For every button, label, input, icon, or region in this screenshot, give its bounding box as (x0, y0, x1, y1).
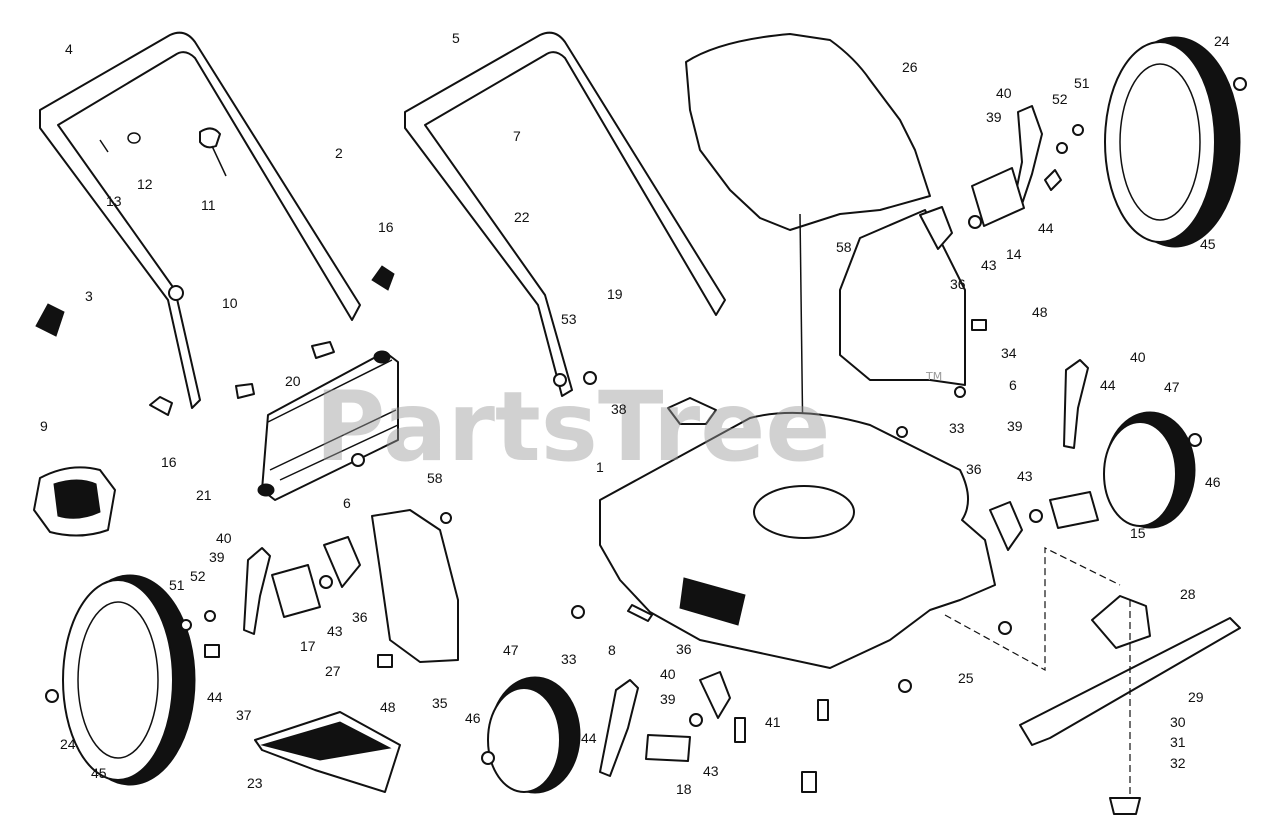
callout-58: 58 (836, 239, 852, 255)
callout-24: 24 (60, 736, 76, 752)
rear-wheel-left (45, 574, 196, 786)
callout-33: 33 (561, 651, 577, 667)
callout-47: 47 (1164, 379, 1180, 395)
callout-28: 28 (1180, 586, 1196, 602)
rear-chute (254, 711, 401, 793)
svg-text:PartsTree: PartsTree (315, 371, 830, 483)
callout-16: 16 (161, 454, 177, 470)
callout-43: 43 (981, 257, 997, 273)
callout-2: 2 (335, 145, 343, 161)
callout-40: 40 (1130, 349, 1146, 365)
callout-16: 16 (378, 219, 394, 235)
callout-39: 39 (209, 549, 225, 565)
callout-20: 20 (285, 373, 301, 389)
handle-knobs (35, 265, 395, 416)
callout-4: 4 (65, 41, 73, 57)
callout-58: 58 (427, 470, 443, 486)
callout-6: 6 (343, 495, 351, 511)
callout-9: 9 (40, 418, 48, 434)
callout-36: 36 (676, 641, 692, 657)
callout-36: 36 (950, 276, 966, 292)
callout-32: 32 (1170, 755, 1186, 771)
callout-39: 39 (1007, 418, 1023, 434)
callout-24: 24 (1214, 33, 1230, 49)
fasteners (180, 124, 1084, 793)
callout-12: 12 (137, 176, 153, 192)
callout-40: 40 (996, 85, 1012, 101)
bag-clip (33, 466, 116, 537)
callout-47: 47 (503, 642, 519, 658)
watermark: PartsTree TM (315, 370, 942, 483)
callout-51: 51 (1074, 75, 1090, 91)
callout-37: 37 (236, 707, 252, 723)
callout-21: 21 (196, 487, 212, 503)
callout-44: 44 (1100, 377, 1116, 393)
callout-18: 18 (676, 781, 692, 797)
callout-52: 52 (1052, 91, 1068, 107)
callout-17: 17 (300, 638, 316, 654)
callout-27: 27 (325, 663, 341, 679)
callout-40: 40 (216, 530, 232, 546)
callout-46: 46 (1205, 474, 1221, 490)
callout-3: 3 (85, 288, 93, 304)
callout-48: 48 (380, 699, 396, 715)
callout-6: 6 (1009, 377, 1017, 393)
callout-8: 8 (608, 642, 616, 658)
callout-7: 7 (513, 128, 521, 144)
callout-44: 44 (581, 730, 597, 746)
callout-15: 15 (1130, 525, 1146, 541)
callout-labels: 4 5 26 24 51 40 52 39 7 2 12 13 11 22 16… (40, 30, 1230, 797)
svg-text:TM: TM (925, 370, 942, 383)
callout-40: 40 (660, 666, 676, 682)
callout-14: 14 (1006, 246, 1022, 262)
lower-handle (404, 31, 726, 397)
callout-1: 1 (596, 459, 604, 475)
callout-13: 13 (106, 193, 122, 209)
callout-39: 39 (660, 691, 676, 707)
callout-38: 38 (611, 401, 627, 417)
callout-39: 39 (986, 109, 1002, 125)
callout-41: 41 (765, 714, 781, 730)
callout-36: 36 (352, 609, 368, 625)
callout-29: 29 (1188, 689, 1204, 705)
mower-deck (599, 397, 996, 669)
callout-30: 30 (1170, 714, 1186, 730)
callout-31: 31 (1170, 734, 1186, 750)
callout-52: 52 (190, 568, 206, 584)
callout-43: 43 (703, 763, 719, 779)
callout-48: 48 (1032, 304, 1048, 320)
callout-44: 44 (207, 689, 223, 705)
front-wheels (487, 411, 1202, 794)
control-bar (235, 341, 399, 501)
callout-11: 11 (201, 197, 216, 213)
callout-36: 36 (966, 461, 982, 477)
callout-51: 51 (169, 577, 185, 593)
callout-35: 35 (432, 695, 448, 711)
callout-22: 22 (514, 209, 530, 225)
callout-33: 33 (949, 420, 965, 436)
callout-23: 23 (247, 775, 263, 791)
callout-5: 5 (452, 30, 460, 46)
callout-45: 45 (1200, 236, 1216, 252)
callout-26: 26 (902, 59, 918, 75)
callout-46: 46 (465, 710, 481, 726)
callout-43: 43 (327, 623, 343, 639)
rear-wheel-right (1104, 36, 1247, 248)
callout-19: 19 (607, 286, 623, 302)
callout-43: 43 (1017, 468, 1033, 484)
height-adjuster-brackets (243, 105, 1099, 777)
callout-53: 53 (561, 311, 577, 327)
blade-assembly (944, 547, 1241, 815)
callout-25: 25 (958, 670, 974, 686)
callout-10: 10 (222, 295, 238, 311)
callout-45: 45 (91, 765, 107, 781)
upper-handle (39, 31, 361, 409)
callout-34: 34 (1001, 345, 1017, 361)
callout-44: 44 (1038, 220, 1054, 236)
